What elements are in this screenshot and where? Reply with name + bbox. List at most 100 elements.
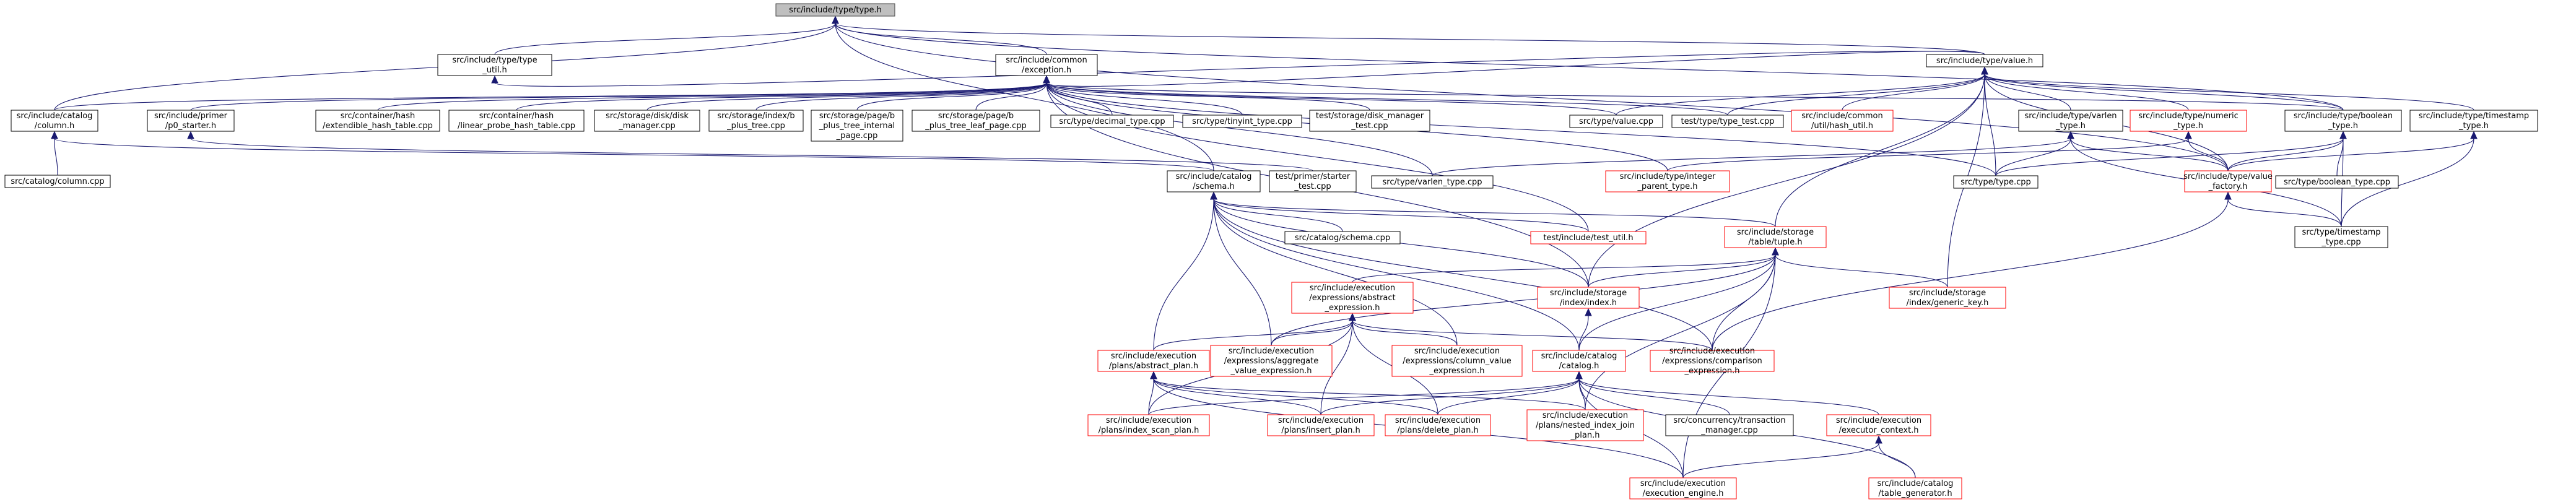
node-delete_plan[interactable]: src/include/execution/plans/delete_plan.…	[1385, 414, 1491, 436]
edge-line	[1213, 199, 1713, 351]
node-label-line: /extendible_hash_table.cpp	[323, 121, 433, 131]
node-label-line: src/include/type/integer	[1620, 172, 1716, 181]
edge-arrowhead	[51, 131, 58, 139]
node-schema_cpp[interactable]: src/catalog/schema.cpp	[1284, 231, 1401, 245]
node-colval_expr[interactable]: src/include/execution/expressions/column…	[1391, 345, 1523, 377]
node-box	[1210, 345, 1333, 377]
node-comparison_expr[interactable]: src/include/execution/expressions/compar…	[1650, 347, 1775, 376]
edge-line	[54, 82, 1047, 111]
node-lin_hash[interactable]: src/container/hash/linear_probe_hash_tab…	[448, 110, 585, 132]
edge-timestamp_h-to-value_h	[1981, 66, 2474, 111]
node-abstract_expr[interactable]: src/include/execution/expressions/abstra…	[1291, 282, 1414, 314]
node-varlen_cpp[interactable]: src/type/varlen_type.cpp	[1371, 175, 1494, 189]
node-box	[315, 110, 440, 132]
node-label-line: src/include/execution	[1543, 411, 1628, 420]
edge-type_cpp-to-varlen_h	[1995, 131, 2074, 176]
node-generic_key[interactable]: src/include/storage/index/generic_key.h	[1889, 287, 2006, 309]
node-boolean_h[interactable]: src/include/type/boolean_type.h	[2284, 110, 2402, 132]
node-index_scan[interactable]: src/include/execution/plans/index_scan_p…	[1087, 414, 1210, 436]
node-value_factory[interactable]: src/include/type/value_factory.h	[2183, 170, 2273, 193]
node-txn_mgr[interactable]: src/concurrency/transaction_manager.cpp	[1665, 414, 1794, 436]
node-ext_hash[interactable]: src/container/hash/extendible_hash_table…	[315, 110, 440, 132]
edge-arrowhead	[187, 131, 194, 139]
node-label-line: _factory.h	[2208, 182, 2248, 191]
node-decimal[interactable]: src/type/decimal_type.cpp	[1050, 115, 1174, 128]
edge-line	[1153, 320, 1353, 351]
node-bplus[interactable]: src/storage/index/b_plus_tree.cpp	[708, 110, 804, 132]
node-exec_engine[interactable]: src/include/execution/execution_engine.h	[1629, 477, 1737, 500]
edge-catalog_h-to-tuple_h	[1578, 247, 1779, 351]
edge-line	[835, 23, 1985, 55]
node-label-line: src/type/type.cpp	[1960, 178, 2031, 187]
node-col_cpp[interactable]: src/catalog/column.cpp	[4, 175, 111, 188]
node-col_h[interactable]: src/include/catalog/column.h	[11, 110, 98, 132]
node-type_test[interactable]: test/type/type_test.cpp	[1671, 115, 1784, 128]
node-integer_parent[interactable]: src/include/type/integer_parent_type.h	[1605, 170, 1730, 193]
node-label-line: src/catalog/schema.cpp	[1295, 233, 1390, 243]
node-label-line: /table_generator.h	[1878, 489, 1952, 498]
node-type_util_h[interactable]: src/include/type/type_util.h	[437, 54, 552, 76]
node-catalog_h[interactable]: src/include/catalog/catalog.h	[1532, 350, 1626, 372]
node-table_gen[interactable]: src/include/catalog/table_generator.h	[1868, 477, 1962, 500]
node-disk_test[interactable]: test/storage/disk_manager_test.cpp	[1309, 110, 1430, 132]
node-box	[1826, 414, 1931, 436]
node-tuple_h[interactable]: src/include/storage/table/tuple.h	[1724, 226, 1827, 248]
node-schema_h[interactable]: src/include/catalog/schema.h	[1167, 170, 1261, 193]
node-box	[1926, 54, 2043, 67]
edge-line	[1153, 378, 1586, 410]
edge-arrowhead	[1349, 313, 1356, 321]
node-insert_plan[interactable]: src/include/execution/plans/insert_plan.…	[1267, 414, 1375, 436]
node-box	[1532, 350, 1626, 372]
node-abstract_plan[interactable]: src/include/execution/plans/abstract_pla…	[1097, 350, 1210, 372]
edge-table_gen-to-exec_ctx	[1875, 435, 1916, 478]
node-exec_ctx[interactable]: src/include/execution/executor_context.h	[1826, 414, 1931, 436]
edge-line	[1984, 74, 1996, 176]
node-label-line: src/include/execution	[1836, 416, 1921, 425]
node-disk_mgr[interactable]: src/storage/disk/disk_manager.cpp	[594, 110, 700, 132]
node-nlj_plan[interactable]: src/include/execution/plans/nested_index…	[1526, 409, 1644, 441]
node-varlen_h[interactable]: src/include/type/varlen_type.h	[2018, 110, 2123, 132]
node-label-line: src/include/type/value.h	[1936, 56, 2033, 66]
node-value_h[interactable]: src/include/type/value.h	[1926, 54, 2043, 67]
node-hash_util[interactable]: src/include/common/util/hash_util.h	[1791, 110, 1894, 132]
node-aggregate_expr[interactable]: src/include/execution/expressions/aggreg…	[1210, 345, 1333, 377]
node-label-line: _type.h	[2328, 121, 2358, 131]
node-bplus_leaf[interactable]: src/storage/page/b_plus_tree_leaf_page.c…	[912, 110, 1040, 132]
node-label-line: src/include/common	[1801, 111, 1882, 121]
node-starter_test[interactable]: test/primer/starter_test.cpp	[1269, 170, 1357, 193]
node-box	[2130, 110, 2247, 132]
edge-arrowhead	[2339, 131, 2347, 139]
node-timestamp_h[interactable]: src/include/type/timestamp_type.h	[2409, 110, 2538, 132]
node-label-line: src/include/type/varlen	[2024, 111, 2117, 121]
node-box	[1182, 115, 1302, 128]
edge-line	[1046, 82, 1589, 232]
node-boolean_cpp[interactable]: src/type/boolean_type.cpp	[2275, 175, 2399, 189]
edge-line	[1213, 199, 1458, 346]
node-index_h[interactable]: src/include/storage/index/index.h	[1537, 287, 1640, 309]
node-value_cpp[interactable]: src/type/value.cpp	[1569, 115, 1663, 128]
edge-line	[1046, 82, 1433, 176]
edge-line	[1046, 82, 1617, 116]
edge-line	[1352, 320, 1713, 351]
edge-timestamp_cpp-to-value_factory	[2224, 191, 2342, 227]
node-test_util[interactable]: test/include/test_util.h	[1530, 231, 1647, 245]
node-label-line: _plus_tree.cpp	[726, 121, 785, 131]
edge-value_factory-to-timestamp_h	[2227, 131, 2478, 171]
node-exception_h[interactable]: src/include/common/exception.h	[995, 54, 1098, 76]
node-timestamp_cpp[interactable]: src/type/timestamp_type.cpp	[2294, 226, 2388, 248]
node-label-line: src/include/catalog	[17, 111, 93, 121]
edge-line	[494, 51, 1985, 87]
node-numeric_h[interactable]: src/include/type/numeric_type.h	[2130, 110, 2247, 132]
edge-line	[1046, 82, 1370, 111]
node-label-line: /column.h	[35, 121, 75, 131]
node-p0_starter[interactable]: src/include/primer/p0_starter.h	[147, 110, 235, 132]
node-type_cpp[interactable]: src/type/type.cpp	[1953, 175, 2039, 189]
node-type_h[interactable]: src/include/type/type.h	[775, 3, 895, 17]
edge-line	[1588, 254, 1776, 288]
node-bplus_int[interactable]: src/storage/page/b_plus_tree_internal_pa…	[811, 110, 903, 142]
node-tinyint[interactable]: src/type/tinyint_type.cpp	[1182, 115, 1302, 128]
node-label-line: src/catalog/column.cpp	[11, 177, 104, 186]
node-box	[708, 110, 804, 132]
edge-arrowhead	[1043, 75, 1050, 84]
edge-line	[1984, 74, 2344, 111]
